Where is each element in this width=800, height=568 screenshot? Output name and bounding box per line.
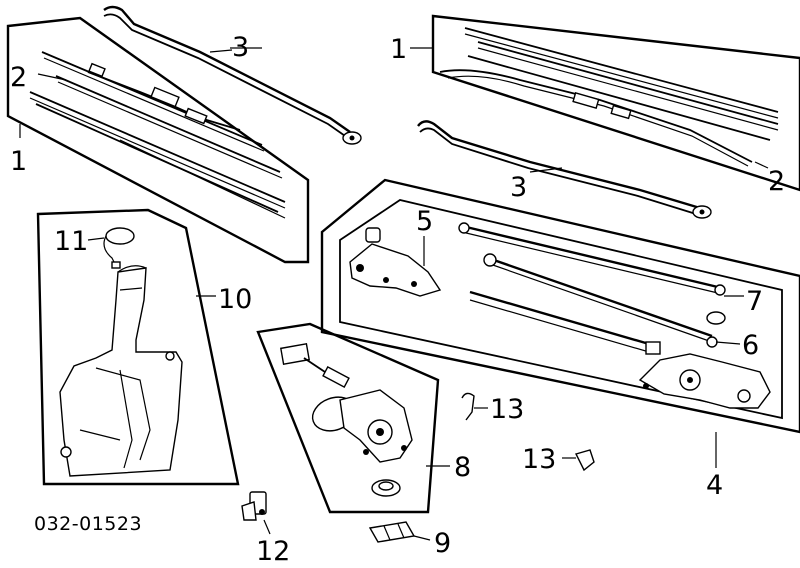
clip-part-13b: [562, 449, 595, 472]
callout-1-right: 1: [390, 34, 407, 65]
clip-part-13a: [461, 392, 488, 421]
diagram-code: 032-01523: [34, 513, 142, 535]
washer-reservoir-panel: [36, 208, 240, 486]
leader-line: [715, 341, 741, 345]
callout-3-right: 3: [510, 172, 527, 203]
right-wiper-blade-panel: [431, 14, 800, 192]
wiper-arm-right: [417, 120, 712, 219]
callout-10: 10: [218, 284, 252, 315]
callout-1-left: 1: [10, 146, 27, 177]
leader-line: [37, 73, 67, 81]
leader-line: [529, 167, 563, 173]
wiper-arm-top: [103, 5, 362, 145]
callout-4: 4: [706, 470, 723, 501]
leader-line: [87, 237, 105, 241]
left-wiper-blade-panel: [6, 16, 310, 264]
callout-12: 12: [256, 536, 290, 567]
callout-11: 11: [54, 226, 88, 257]
wiper-motor-panel: [256, 322, 440, 514]
callout-3-top: 3: [232, 32, 249, 63]
bracket-part-12: [241, 491, 271, 535]
callout-2-left: 2: [10, 62, 27, 93]
callout-2-right: 2: [768, 166, 785, 197]
clip-part-9: [368, 521, 431, 543]
callout-7: 7: [746, 286, 763, 317]
wiper-linkage-panel: [320, 178, 800, 434]
callout-13-b: 13: [522, 444, 556, 475]
callout-6: 6: [742, 330, 759, 361]
callout-9: 9: [434, 528, 451, 559]
callout-13-a: 13: [490, 394, 524, 425]
callout-5: 5: [416, 206, 433, 237]
callout-8: 8: [454, 452, 471, 483]
leader-line: [754, 161, 769, 169]
